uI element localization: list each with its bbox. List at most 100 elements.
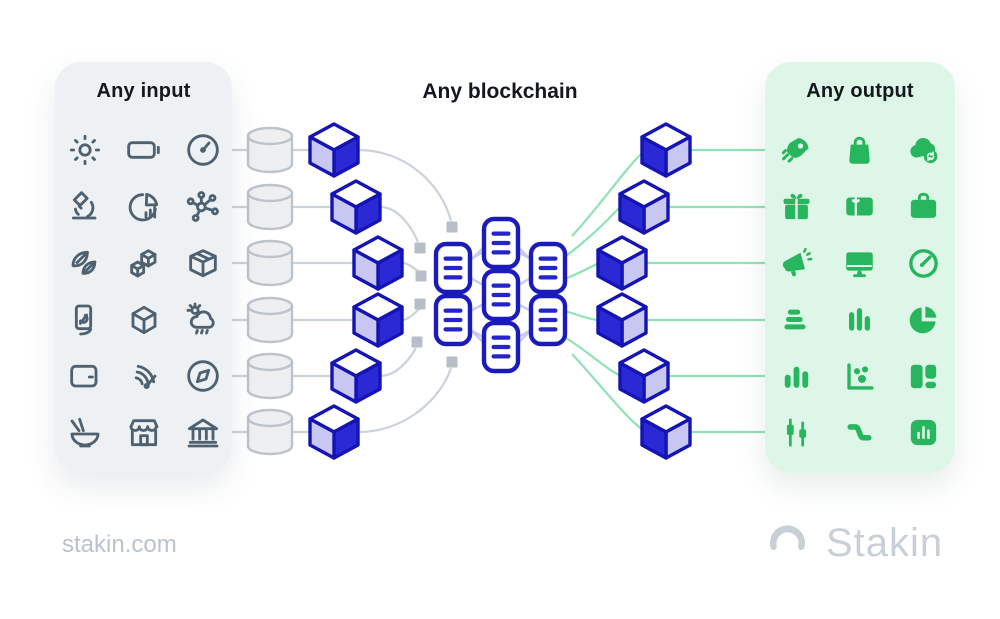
cloud-sync-icon <box>892 122 955 179</box>
step-chart-icon <box>828 405 891 462</box>
output-curve-line <box>561 262 598 282</box>
ledger-node-bar <box>491 292 511 298</box>
output-panel: Any output <box>765 62 955 473</box>
ledger-node-bar <box>491 231 511 236</box>
ledger-node-bar <box>538 317 558 323</box>
database-cylinder-top <box>246 239 294 259</box>
pie-chart-icon <box>892 292 955 349</box>
wallet-icon <box>55 348 114 405</box>
column-chart-icon <box>765 348 828 405</box>
compass-icon <box>173 348 232 405</box>
brand-logo: Stakin <box>763 519 943 567</box>
molecule-icon <box>173 179 232 236</box>
megaphone-icon <box>765 235 828 292</box>
ledger-node-bar <box>491 335 511 340</box>
leaves-icon <box>55 235 114 292</box>
database-cylinder <box>246 136 294 174</box>
block-cube-left <box>308 135 336 178</box>
gift-card-icon <box>828 179 891 236</box>
block-cube-left <box>640 135 668 178</box>
website-url: stakin.com <box>62 531 177 558</box>
briefcase-icon <box>892 179 955 236</box>
connector-node <box>411 336 423 348</box>
ledger-node-bar <box>443 275 463 280</box>
blocks-icon <box>114 235 173 292</box>
database-cylinder-top <box>246 183 294 203</box>
ledger-node-bar <box>443 256 463 261</box>
output-curve-line <box>565 207 620 257</box>
storefront-icon <box>114 405 173 462</box>
ledger-node-bar <box>443 265 463 271</box>
signal-meter-icon <box>114 348 173 405</box>
output-curve-line <box>565 337 620 376</box>
block-cube-left <box>352 248 380 291</box>
cube-icon <box>114 292 173 349</box>
ledger-node-bar <box>538 327 558 332</box>
block-cube-left <box>330 361 358 404</box>
mobile-payment-icon <box>55 292 114 349</box>
block-cube-left <box>308 417 336 460</box>
input-curve-line <box>357 367 453 434</box>
output-curve-line <box>561 308 598 322</box>
input-panel-title: Any input <box>96 80 191 102</box>
block-cube-left <box>596 305 624 348</box>
database-cylinder <box>246 193 294 231</box>
ledger-node-bar <box>538 265 558 271</box>
gift-icon <box>765 179 828 236</box>
ledger-node-bar <box>491 354 511 359</box>
stacked-rows-icon <box>765 292 828 349</box>
input-curve-line <box>379 347 417 378</box>
connector-node <box>414 298 426 310</box>
shopping-bag-icon <box>828 122 891 179</box>
input-icon-grid <box>55 122 232 461</box>
ledger-node-bar <box>491 240 511 246</box>
blockchain-title: Any blockchain <box>422 80 578 103</box>
ledger-node-bar <box>538 256 558 261</box>
block-cube-left <box>352 305 380 348</box>
input-panel: Any input <box>55 62 232 473</box>
database-cylinder <box>246 418 294 456</box>
database-cylinder-top <box>246 126 294 146</box>
ledger-node-bar <box>443 317 463 323</box>
chart-card-icon <box>892 405 955 462</box>
bar-chart-icon <box>828 292 891 349</box>
connector-node <box>414 242 426 254</box>
stakin-logo-icon <box>769 525 806 550</box>
dashboard-layout-icon <box>892 348 955 405</box>
block-cube-left <box>618 192 646 235</box>
database-cylinder-top <box>246 296 294 316</box>
connector-node <box>446 356 458 368</box>
connector-node <box>446 221 458 233</box>
connector-node <box>415 270 427 282</box>
scatter-plot-icon <box>828 348 891 405</box>
sun-icon <box>55 122 114 179</box>
ledger-node-bar <box>491 302 511 307</box>
output-curve-line <box>571 353 645 432</box>
ledger-node-bar <box>538 308 558 313</box>
database-cylinder <box>246 362 294 400</box>
block-cube-left <box>640 417 668 460</box>
brand-wordmark: Stakin <box>826 520 944 565</box>
gauge-icon <box>173 122 232 179</box>
database-cylinder <box>246 249 294 287</box>
database-cylinder-top <box>246 352 294 372</box>
ledger-node-bar <box>538 275 558 280</box>
ledger-node-bar <box>491 250 511 255</box>
pie-analytics-icon <box>114 179 173 236</box>
ledger-node-bar <box>443 308 463 313</box>
candlestick-chart-icon <box>765 405 828 462</box>
input-curve-line <box>357 148 453 222</box>
ledger-node-bar <box>491 283 511 288</box>
battery-icon <box>114 122 173 179</box>
output-panel-title: Any output <box>806 80 914 102</box>
input-curve-line <box>401 308 420 322</box>
database-cylinder-top <box>246 408 294 428</box>
package-icon <box>173 235 232 292</box>
rocket-icon <box>765 122 828 179</box>
block-cube-left <box>596 248 624 291</box>
speedometer-icon <box>892 235 955 292</box>
ledger-node-bar <box>491 344 511 350</box>
output-icon-grid <box>765 122 955 461</box>
block-cube-left <box>618 361 646 404</box>
food-bowl-icon <box>55 405 114 462</box>
